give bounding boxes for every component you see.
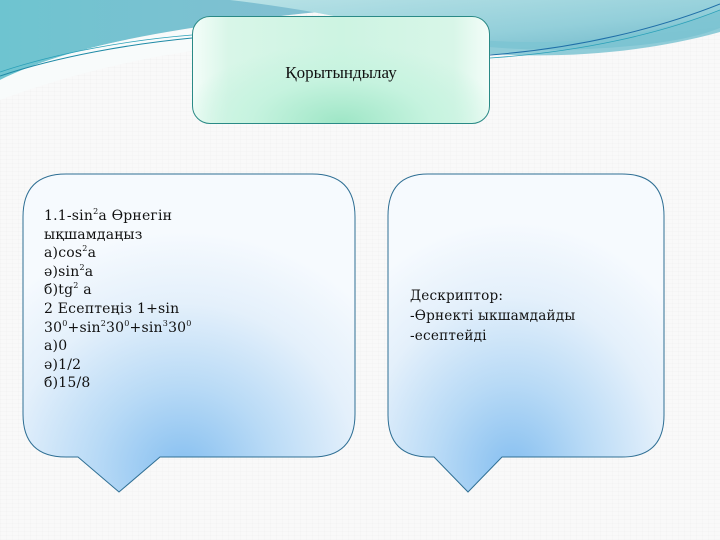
descriptor-item-2: -есептейді <box>410 328 487 344</box>
question-line-1: 1.1-sin2a Өрнегін <box>44 207 173 225</box>
descriptor-callout: Дескриптор: -Өрнекті ыкшамдайды -есептей… <box>387 173 665 493</box>
callout-shape <box>22 173 356 493</box>
questions-callout: 1.1-sin2a Өрнегін ықшамдаңыз а)cos2a ә)s… <box>0 0 370 500</box>
descriptor-text: Дескриптор: -Өрнекті ыкшамдайды -есептей… <box>410 286 575 346</box>
question-2-line-1: 2 Есептеңіз 1+sin <box>44 300 180 317</box>
question-line-2: ықшамдаңыз <box>44 226 143 243</box>
answer-2-option-a: а)0 <box>44 338 68 355</box>
title-box: Қорытындылау <box>192 16 490 124</box>
answer-option-ae: ә)sin2a <box>44 262 94 280</box>
slide-title: Қорытындылау <box>285 63 397 82</box>
descriptor-item-1: -Өрнекті ыкшамдайды <box>410 308 576 324</box>
answer-option-b: б)tg2 a <box>44 281 92 299</box>
answer-2-option-ae: ә)1/2 <box>44 356 82 373</box>
questions-text: 1.1-sin2a Өрнегін ықшамдаңыз а)cos2a ә)s… <box>44 207 192 393</box>
answer-2-option-b: б)15/8 <box>44 375 91 392</box>
question-2-line-2: 300+sin2300+sin3300 <box>44 318 192 336</box>
answer-option-a: а)cos2a <box>44 244 97 262</box>
callout-shape <box>387 173 665 493</box>
descriptor-heading: Дескриптор: <box>410 288 504 304</box>
